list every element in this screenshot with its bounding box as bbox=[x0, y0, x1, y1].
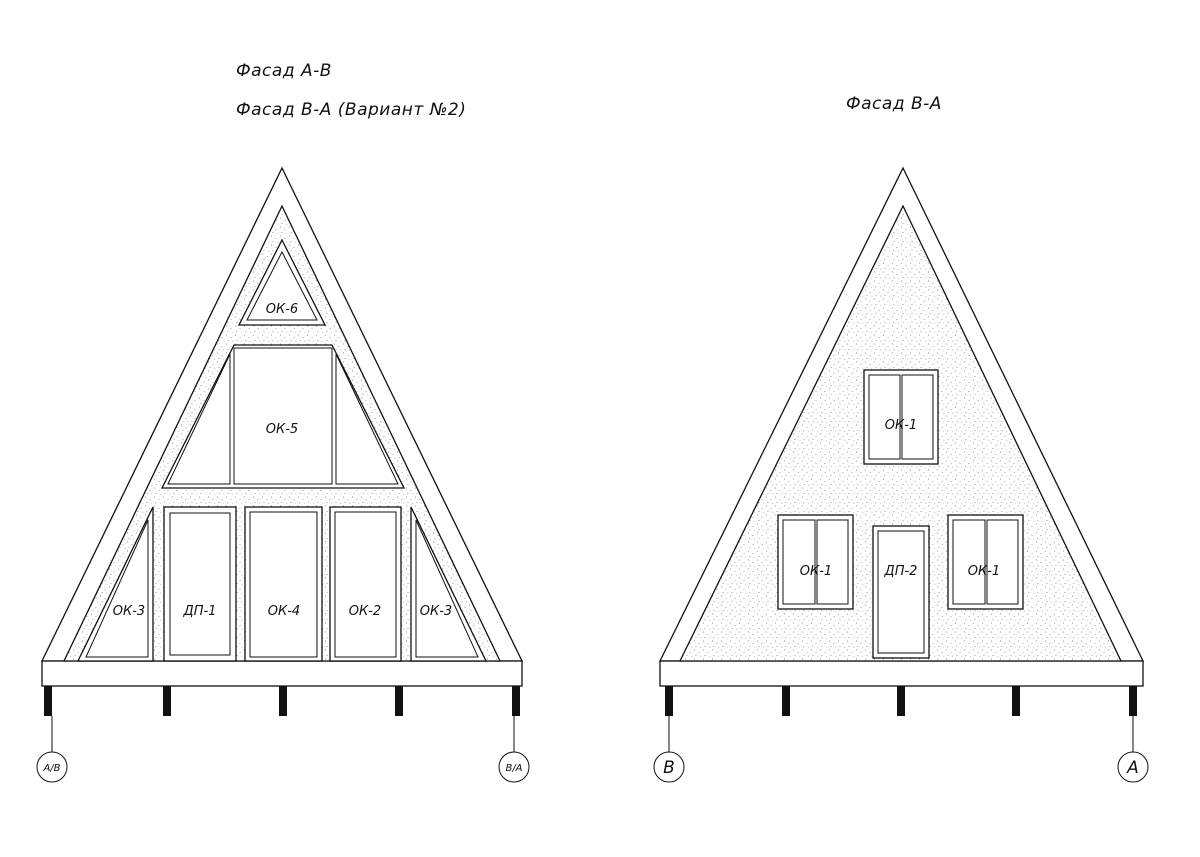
left-facade-variant-title: Фасад В-А (Вариант №2) bbox=[236, 100, 467, 120]
label-ok3-right: ОК-3 bbox=[420, 604, 452, 619]
label-ok1-top: ОК-1 bbox=[885, 418, 917, 433]
opening-ok3-left-glass bbox=[85, 519, 149, 658]
label-dp1: ДП-1 bbox=[183, 604, 217, 619]
opening-ok3-right-glass bbox=[415, 519, 479, 658]
label-dp2: ДП-2 bbox=[884, 564, 918, 579]
label-ok2: ОК-2 bbox=[349, 604, 381, 619]
left-facade bbox=[36, 166, 530, 783]
label-ok1-left: ОК-1 bbox=[800, 564, 832, 579]
left-facade-title: Фасад А-В bbox=[236, 61, 332, 81]
label-ok4: ОК-4 bbox=[268, 604, 300, 619]
label-ok5: ОК-5 bbox=[266, 422, 298, 437]
label-ok1-right: ОК-1 bbox=[968, 564, 1000, 579]
left-base-plate bbox=[41, 660, 523, 687]
right-foundation-posts bbox=[665, 686, 1137, 716]
label-ok3-left: ОК-3 bbox=[113, 604, 145, 619]
axis-bubble-right-a bbox=[1117, 751, 1149, 783]
opening-ok5-side-right bbox=[335, 353, 399, 485]
right-base-plate bbox=[659, 660, 1144, 687]
opening-ok2-glass bbox=[334, 511, 397, 658]
axis-label-right-v: В bbox=[663, 758, 675, 778]
axis-bubble-left-a-v bbox=[36, 751, 68, 783]
opening-dp1-leaf bbox=[169, 512, 231, 656]
axis-label-right-a: А bbox=[1126, 758, 1139, 778]
opening-ok5-center bbox=[233, 347, 333, 485]
axis-bubble-right-v bbox=[653, 751, 685, 783]
right-facade-title: Фасад В-А bbox=[846, 94, 942, 114]
opening-ok5-side-left bbox=[167, 353, 231, 485]
axis-label-left-a-v: А/В bbox=[42, 763, 60, 774]
right-facade bbox=[653, 166, 1149, 783]
left-foundation-posts bbox=[44, 686, 520, 716]
opening-ok4-glass bbox=[249, 511, 318, 658]
opening-ok6-glass bbox=[246, 250, 318, 321]
label-ok6: ОК-6 bbox=[266, 302, 298, 317]
axis-bubble-left-v-a bbox=[498, 751, 530, 783]
axis-label-left-v-a: В/А bbox=[505, 763, 522, 774]
